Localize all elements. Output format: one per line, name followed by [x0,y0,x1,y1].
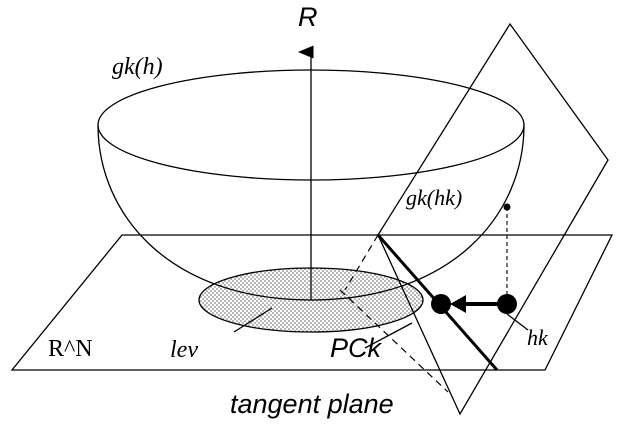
tangent-plane-hidden-edge [344,234,379,291]
level-set-label: lev [170,337,198,363]
point-label: hk [527,325,549,350]
tangent-plane-label: tangent plane [230,389,394,419]
projected-point [431,294,451,314]
projection-arrow-head [450,295,466,313]
pck-leader [364,322,413,349]
point-value-label: gk(hk) [406,185,462,210]
rn-plane [10,234,614,371]
hk-leader [506,313,529,331]
space-label: R^N [48,336,93,362]
tangent-plane-hidden-edge-2 [339,289,449,393]
lev-leader [233,307,273,333]
bowl-function-label: gk(h) [112,54,163,80]
r-axis-label: R [298,2,318,32]
hk-point [497,294,517,314]
gk-hk-point [503,203,511,211]
projection-label: PCk [330,333,383,363]
tangent-plane [377,22,609,416]
